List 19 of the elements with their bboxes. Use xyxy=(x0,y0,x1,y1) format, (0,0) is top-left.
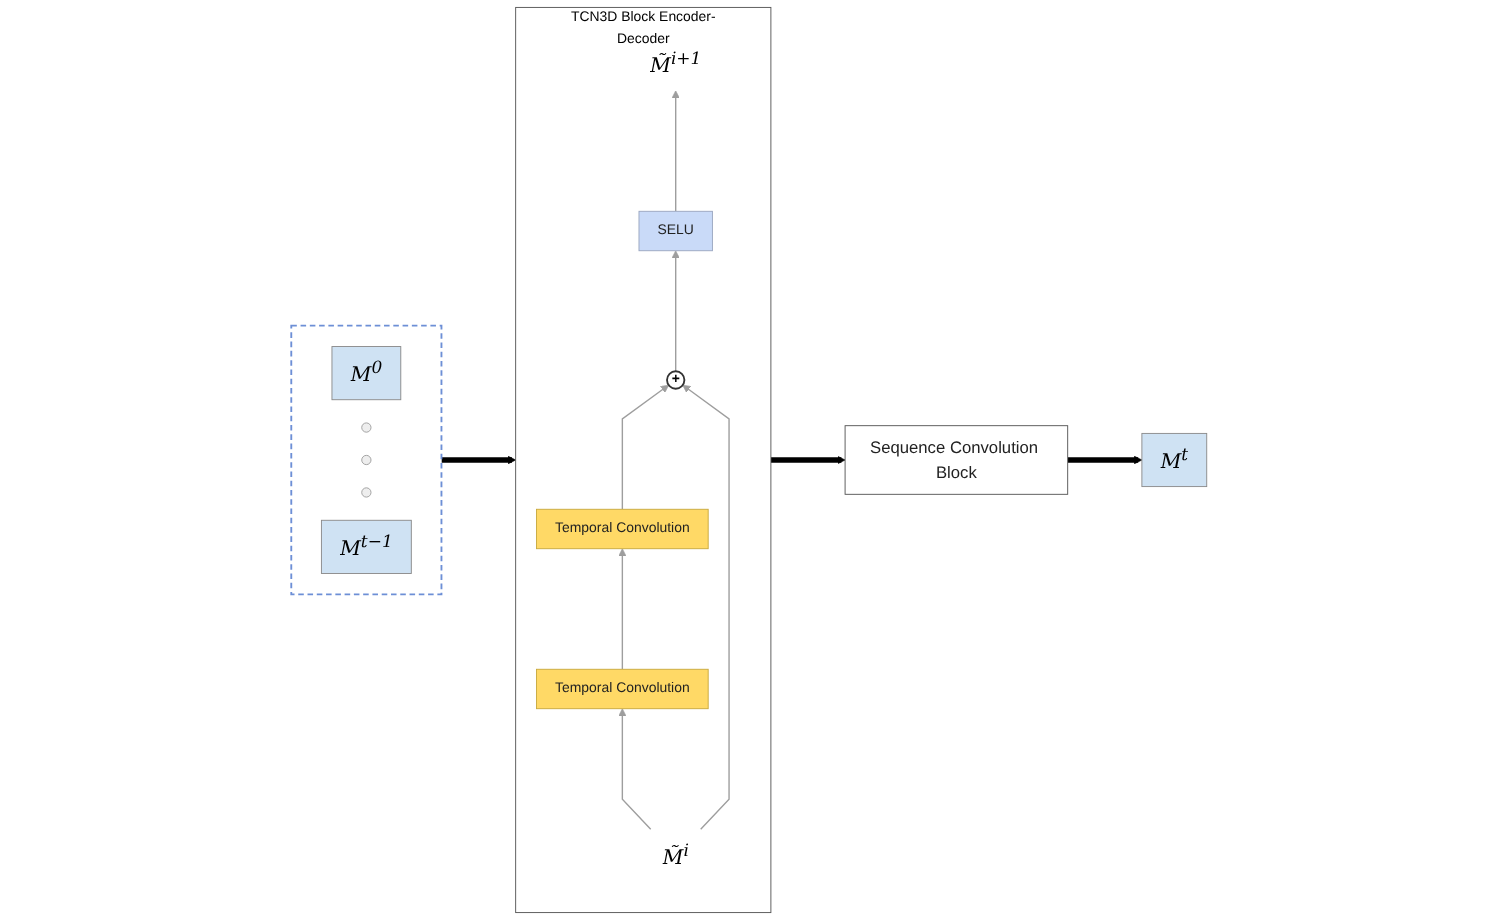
node-box: M$^{t}$ xyxy=(1141,432,1208,488)
node-box: M$^{0}$ xyxy=(331,346,402,401)
arrow xyxy=(671,90,680,212)
node-circle xyxy=(361,454,372,466)
node-circle xyxy=(361,422,372,433)
arrow xyxy=(618,548,627,670)
arrow xyxy=(770,455,846,465)
node-text: M̃$^{i+1}$ xyxy=(650,49,702,78)
cluster xyxy=(290,324,443,596)
arrow xyxy=(1067,455,1143,465)
node-box: Sequence Convolution Block xyxy=(844,425,1069,495)
node-circle xyxy=(361,487,372,498)
node-text: M̃$^{i}$ xyxy=(662,841,689,870)
arrow xyxy=(621,384,670,510)
node-box: M$^{t−1}$ xyxy=(320,519,412,574)
arrow xyxy=(618,708,652,830)
arrow xyxy=(441,455,517,465)
arrow xyxy=(682,384,730,830)
arrow xyxy=(671,250,680,372)
